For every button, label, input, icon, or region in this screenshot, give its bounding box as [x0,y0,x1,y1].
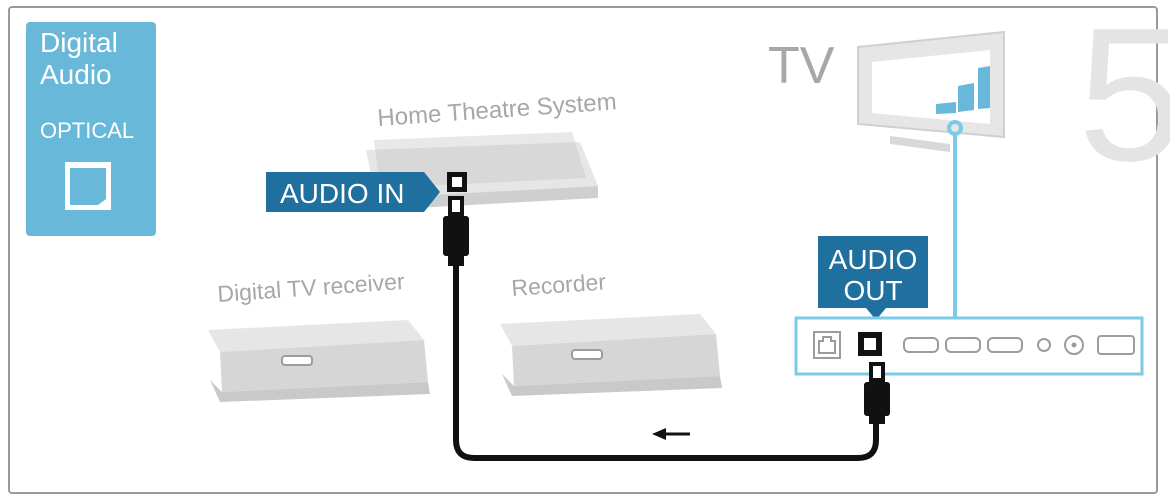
sidebar-panel: Digital Audio OPTICAL [26,22,156,236]
audio-out-label-line2: OUT [843,275,902,306]
hdmi-port-icon [945,337,981,353]
recorder-label: Recorder [511,268,608,301]
hdmi-port-icon [903,337,939,353]
coax-port-icon [1064,335,1084,355]
tv-label: TV [768,37,835,95]
sidebar-background [26,22,156,236]
hdmi-port-icon [571,349,603,360]
digital-tv-receiver-label: Digital TV receiver [217,268,406,307]
recorder-device [500,314,722,396]
page-number: 5 [1078,0,1170,201]
tv-connector-panel [794,316,1144,376]
network-port-icon [813,331,841,359]
tv-icon [857,30,1005,152]
audio-in-label: AUDIO IN [280,178,404,209]
digital-tv-receiver-device [208,320,430,402]
audio-out-badge: AUDIO OUT [818,236,928,320]
hdmi-port-icon [987,337,1023,353]
optical-port-icon [65,162,111,210]
audio-jack-icon [1037,338,1051,352]
sidebar-title-line2: Audio [40,59,112,90]
arrow-left-icon [652,428,690,440]
optical-port-icon [858,332,882,356]
optical-port-icon [447,172,467,192]
audio-out-label-line1: AUDIO [829,244,918,275]
optical-cable-icon [443,196,890,461]
sidebar-subtitle: OPTICAL [40,118,134,143]
sidebar-title-line1: Digital [40,27,118,58]
scart-port-icon [1097,335,1135,355]
hdmi-port-icon [281,355,313,366]
home-theatre-label: Home Theatre System [377,88,618,132]
audio-in-badge: AUDIO IN [266,172,440,212]
